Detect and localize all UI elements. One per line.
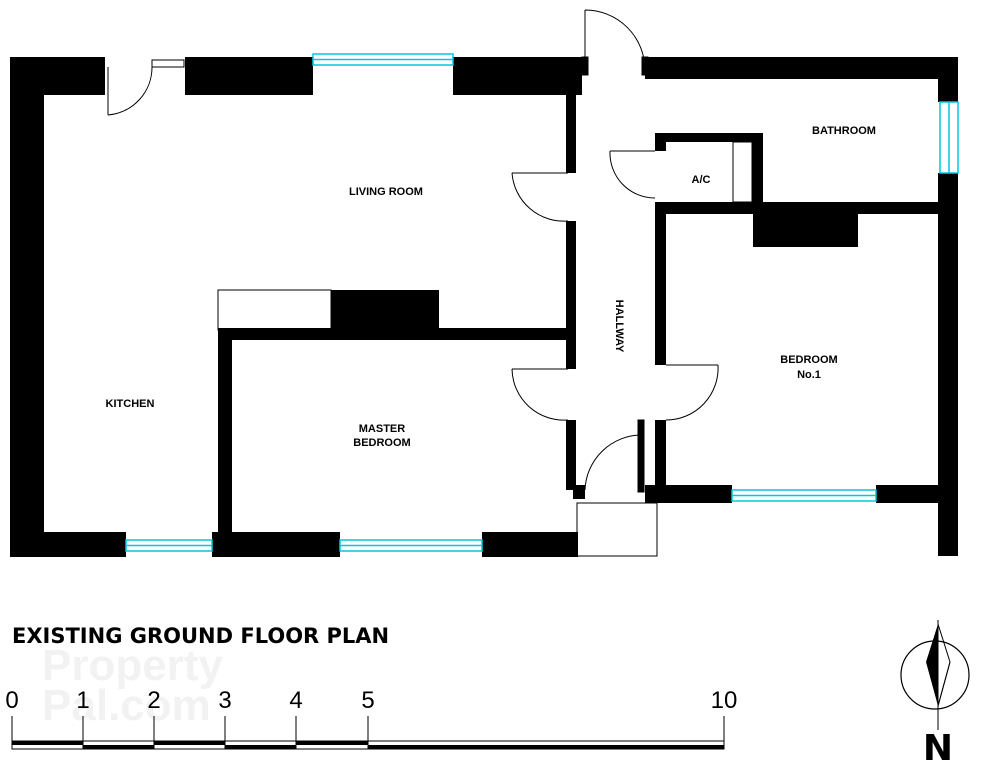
watermark: Property Pal.com — [42, 641, 223, 730]
bedroom-west-wall-lower — [655, 420, 666, 490]
label-hallway: HALLWAY — [613, 300, 625, 353]
scale-bar: 0 1 2 3 4 5 10 — [5, 687, 738, 750]
west-exterior-wall — [10, 57, 44, 557]
living-master-partition — [218, 328, 572, 340]
living-door-swing — [511, 172, 569, 222]
scale-label-1: 1 — [76, 687, 89, 714]
label-bathroom: BATHROOM — [812, 125, 876, 137]
scale-segment-0-1 — [12, 741, 83, 745]
room-labels: LIVING ROOM KITCHEN MASTER BEDROOM HALLW… — [106, 125, 876, 449]
walls — [10, 57, 958, 557]
kitchen-door-frame — [151, 59, 185, 68]
scale-label-10: 10 — [711, 687, 738, 714]
hallway-west-wall-pier — [573, 485, 585, 499]
porch-door-swing — [584, 434, 643, 491]
ac-cupboard-outline — [732, 141, 753, 203]
ac-west-wall — [655, 133, 666, 151]
south-wall-mid — [212, 532, 340, 557]
scale-segment-4-5 — [296, 741, 368, 745]
chimney-breast-bedroom — [753, 202, 858, 247]
master-door-swing — [511, 368, 569, 421]
bedroom1-door-swing — [665, 364, 719, 421]
north-wall-middle — [453, 57, 582, 95]
label-airing-cupboard: A/C — [692, 174, 711, 186]
east-exterior-wall-upper — [938, 57, 958, 102]
label-bedroom1-line1: BEDROOM — [780, 354, 837, 366]
ac-door-swing — [609, 150, 656, 199]
plan-title: EXISTING GROUND FLOOR PLAN — [12, 624, 389, 648]
north-wall-left — [10, 57, 105, 95]
scale-label-5: 5 — [361, 687, 374, 714]
front-door-swing — [584, 9, 646, 71]
hallway-porch-outline — [576, 502, 658, 557]
kitchen-door-swing — [107, 66, 153, 116]
label-living-room: LIVING ROOM — [349, 186, 423, 198]
north-wall-kitchen-pier — [185, 57, 313, 95]
north-arrow-icon: N — [900, 620, 970, 768]
label-master-line2: BEDROOM — [353, 437, 410, 449]
scale-label-3: 3 — [218, 687, 231, 714]
thin-outlines — [151, 59, 753, 557]
label-master-line1: MASTER — [359, 423, 406, 435]
hallway-west-wall-top — [566, 70, 576, 173]
east-exterior-wall-lower — [938, 173, 958, 556]
south-wall-bedroom-left — [645, 485, 732, 503]
label-kitchen: KITCHEN — [106, 398, 155, 410]
hallway-west-wall-low — [566, 420, 576, 490]
doors — [107, 9, 719, 493]
scale-label-2: 2 — [147, 687, 160, 714]
north-wall-east — [645, 57, 958, 79]
south-wall-master — [482, 532, 578, 557]
north-label: N — [923, 728, 953, 768]
scale-segment-2-3 — [154, 741, 225, 745]
kitchen-counter-outline — [217, 289, 332, 331]
scale-label-4: 4 — [289, 687, 302, 714]
kitchen-master-partition — [218, 328, 232, 552]
south-wall-bedroom-right — [876, 485, 958, 503]
windows — [125, 53, 959, 552]
label-bedroom1-line2: No.1 — [797, 369, 821, 381]
scale-segment-3-4 — [225, 745, 296, 749]
south-wall-kitchen — [10, 532, 126, 557]
scale-segment-1-2 — [83, 745, 154, 749]
watermark-line2: Pal.com — [42, 681, 211, 730]
chimney-breast-center — [331, 290, 439, 332]
ac-north-wall — [655, 133, 763, 142]
watermark-line1: Property — [42, 641, 223, 690]
scale-label-0: 0 — [5, 687, 18, 714]
ac-east-wall — [752, 133, 763, 213]
hallway-west-wall-mid — [566, 221, 576, 369]
bedroom-west-wall-upper — [655, 202, 666, 365]
